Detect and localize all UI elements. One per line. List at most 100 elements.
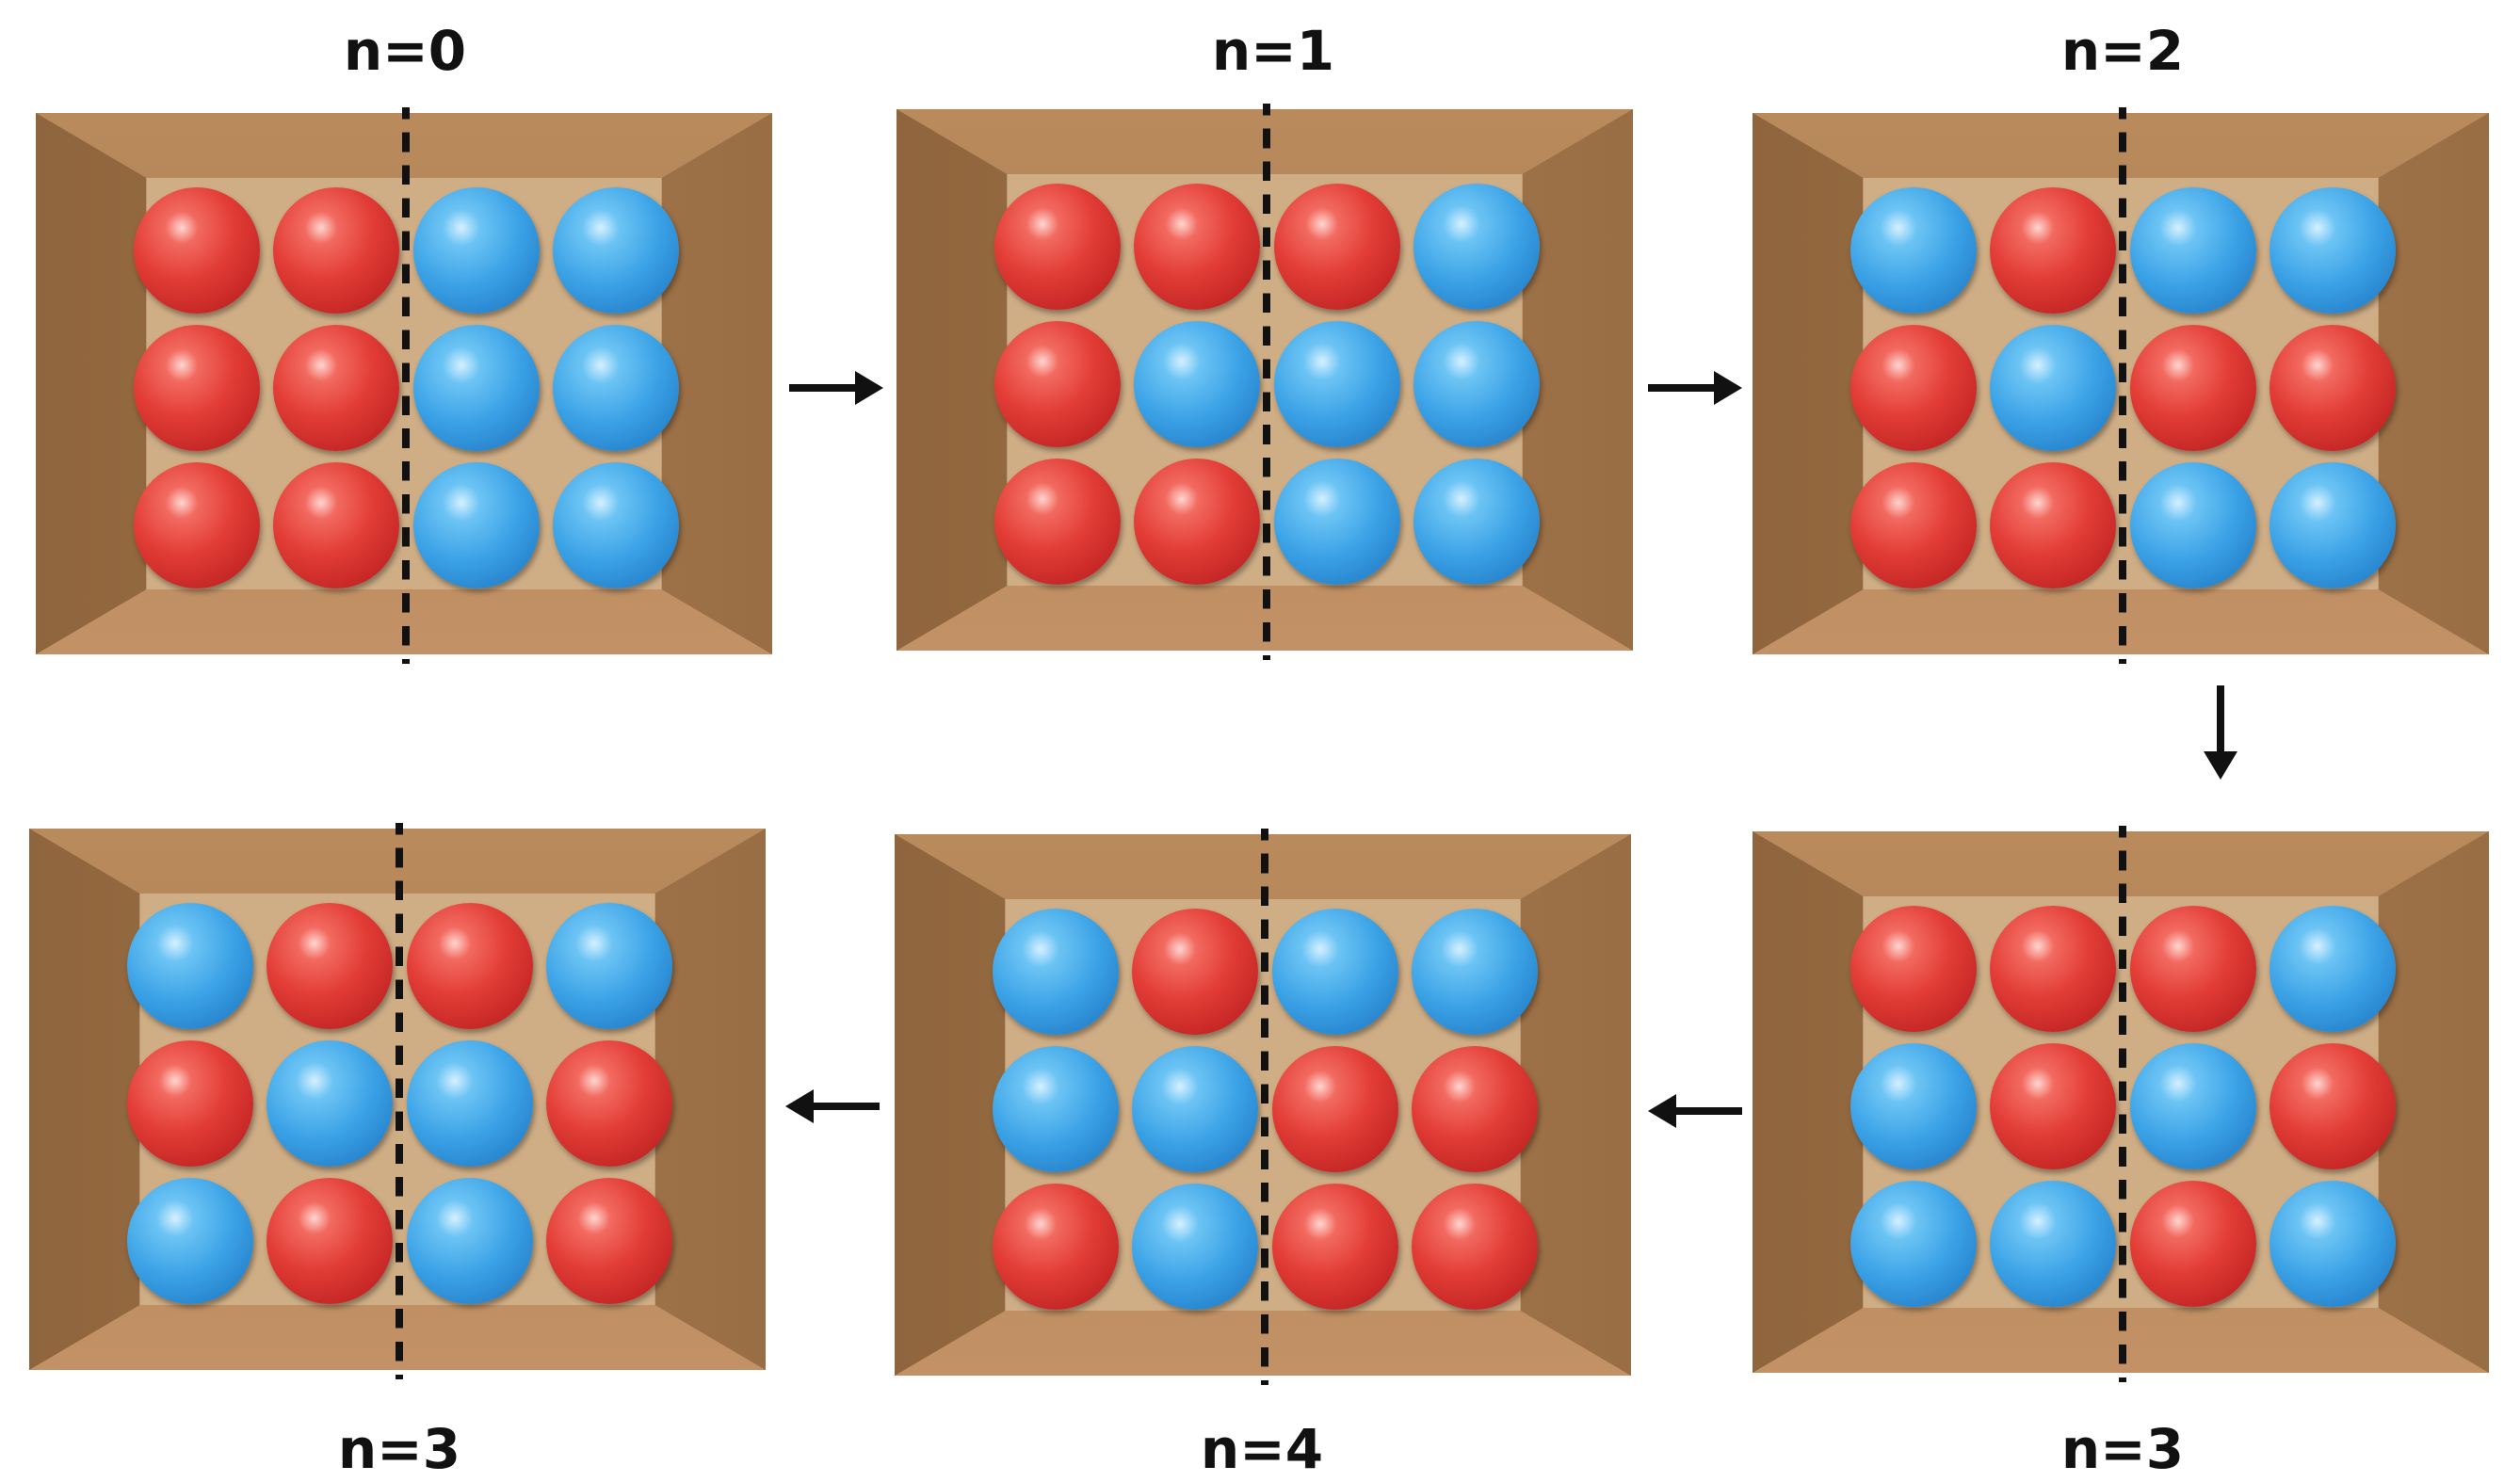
label-n2: n=2	[2060, 19, 2185, 83]
box-wall-right	[2378, 831, 2489, 1373]
red-ball	[273, 462, 399, 588]
blue-ball	[993, 909, 1119, 1035]
blue-ball	[993, 1046, 1119, 1172]
red-ball	[1850, 906, 1977, 1032]
dashed-divider-line	[1263, 104, 1270, 660]
red-ball	[1272, 1046, 1398, 1172]
red-ball	[1272, 1184, 1398, 1310]
blue-ball	[2270, 1181, 2396, 1307]
box-wall-right	[2378, 113, 2489, 654]
arrow-right-icon	[1648, 371, 1742, 405]
arrow-left-icon	[785, 1089, 880, 1123]
red-ball	[1412, 1184, 1538, 1310]
blue-ball	[2270, 187, 2396, 314]
blue-ball	[1132, 1184, 1258, 1310]
red-ball	[1134, 459, 1260, 585]
red-ball	[1412, 1046, 1538, 1172]
red-ball	[2270, 1043, 2396, 1169]
blue-ball	[2270, 462, 2396, 588]
red-ball	[1990, 462, 2116, 588]
red-ball	[546, 1178, 672, 1304]
blue-ball	[1274, 459, 1400, 585]
label-n1: n=1	[1211, 19, 1335, 83]
red-ball	[267, 1178, 393, 1304]
red-ball	[134, 187, 260, 314]
red-ball	[994, 321, 1121, 447]
blue-ball	[2130, 187, 2256, 314]
blue-ball	[407, 1040, 533, 1167]
red-ball	[127, 1040, 253, 1167]
red-ball	[1990, 187, 2116, 314]
blue-ball	[1850, 1181, 1977, 1307]
box-panel-n2	[1753, 107, 2489, 664]
blue-ball	[546, 903, 672, 1029]
red-ball	[1990, 906, 2116, 1032]
red-ball	[134, 462, 260, 588]
box-wall-right	[661, 113, 772, 654]
red-ball	[1132, 909, 1258, 1035]
red-ball	[993, 1184, 1119, 1310]
arrow-left-icon	[1648, 1094, 1742, 1128]
red-ball	[2270, 325, 2396, 451]
red-ball	[546, 1040, 672, 1167]
blue-ball	[1850, 187, 1977, 314]
box-wall-left	[1753, 831, 1864, 1373]
blue-ball	[1274, 321, 1400, 447]
blue-ball	[1990, 1181, 2116, 1307]
blue-ball	[1850, 1043, 1977, 1169]
red-ball	[267, 903, 393, 1029]
box-panel-n4	[895, 829, 1631, 1385]
dashed-divider-line	[2119, 826, 2126, 1382]
red-ball	[1850, 325, 1977, 451]
blue-ball	[1412, 909, 1538, 1035]
blue-ball	[1134, 321, 1260, 447]
box-wall-right	[654, 829, 766, 1370]
blue-ball	[1413, 321, 1540, 447]
box-wall-right	[1522, 109, 1633, 651]
dashed-divider-line	[2119, 107, 2126, 664]
label-n3-left: n=3	[337, 1417, 461, 1481]
blue-ball	[407, 1178, 533, 1304]
box-wall-right	[1520, 834, 1631, 1376]
red-ball	[2130, 325, 2256, 451]
red-ball	[273, 325, 399, 451]
red-ball	[994, 459, 1121, 585]
blue-ball	[553, 187, 679, 314]
blue-ball	[267, 1040, 393, 1167]
arrow-right-icon	[789, 371, 883, 405]
blue-ball	[2130, 462, 2256, 588]
box-wall-left	[36, 113, 147, 654]
label-n0: n=0	[343, 19, 467, 83]
box-panel-n0	[36, 107, 772, 664]
dashed-divider-line	[396, 823, 403, 1379]
box-wall-left	[1753, 113, 1864, 654]
blue-ball	[1990, 325, 2116, 451]
blue-ball	[553, 325, 679, 451]
box-panel-n1	[897, 104, 1633, 660]
blue-ball	[127, 903, 253, 1029]
blue-ball	[1413, 184, 1540, 310]
dashed-divider-line	[1261, 829, 1268, 1385]
arrow-down-icon	[2204, 685, 2237, 780]
red-ball	[1274, 184, 1400, 310]
box-wall-left	[897, 109, 1008, 651]
red-ball	[1134, 184, 1260, 310]
blue-ball	[2270, 906, 2396, 1032]
label-n3-right: n=3	[2060, 1417, 2185, 1481]
blue-ball	[413, 325, 540, 451]
red-ball	[134, 325, 260, 451]
dashed-divider-line	[402, 107, 410, 664]
box-panel-n3-left	[29, 823, 766, 1379]
box-wall-left	[895, 834, 1006, 1376]
red-ball	[1990, 1043, 2116, 1169]
blue-ball	[1413, 459, 1540, 585]
blue-ball	[2130, 1043, 2256, 1169]
red-ball	[994, 184, 1121, 310]
blue-ball	[413, 462, 540, 588]
red-ball	[1850, 462, 1977, 588]
box-panel-n3-right	[1753, 826, 2489, 1382]
blue-ball	[1132, 1046, 1258, 1172]
red-ball	[407, 903, 533, 1029]
label-n4: n=4	[1200, 1417, 1324, 1481]
box-wall-left	[29, 829, 140, 1370]
